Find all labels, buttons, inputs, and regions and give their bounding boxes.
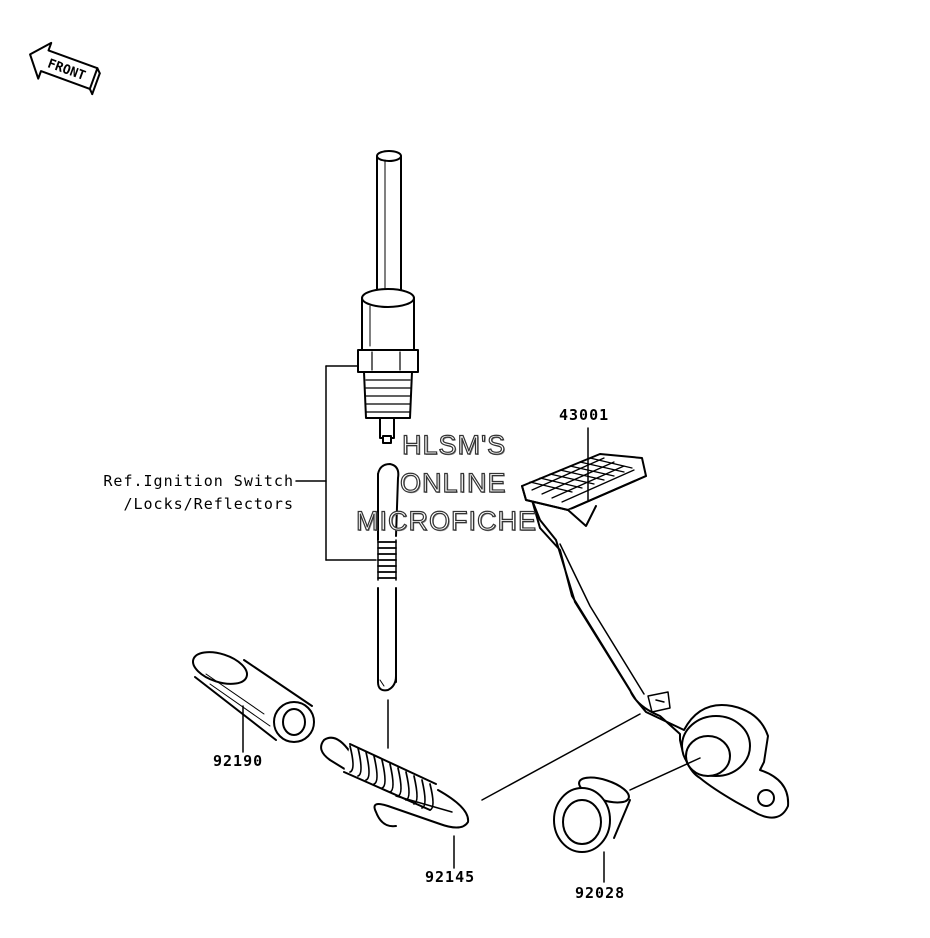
leader-spring-to-pedal xyxy=(481,713,641,801)
part-label-92190: 92190 xyxy=(213,752,264,770)
watermark-line2: ONLINE xyxy=(399,467,507,498)
watermark-line3: MICROFICHE xyxy=(355,505,537,536)
front-arrow-icon: FRONT xyxy=(29,41,101,96)
reference-note-line1: Ref.Ignition Switch xyxy=(103,472,294,490)
brake-switch-icon xyxy=(357,150,419,444)
reference-note-line2: /Locks/Reflectors xyxy=(123,495,294,513)
reference-bracket xyxy=(295,365,377,561)
part-label-92145: 92145 xyxy=(425,868,476,886)
leader-collar-to-pivot xyxy=(629,757,701,791)
brake-pedal-icon xyxy=(521,453,790,819)
sleeve-icon xyxy=(192,651,315,743)
watermark-line1: HLSM'S xyxy=(401,429,507,460)
part-label-43001: 43001 xyxy=(559,406,610,424)
switch-spring-rod-icon xyxy=(377,463,400,692)
collar-icon xyxy=(553,776,631,853)
part-label-92028: 92028 xyxy=(575,884,626,902)
return-spring-icon xyxy=(320,736,470,829)
